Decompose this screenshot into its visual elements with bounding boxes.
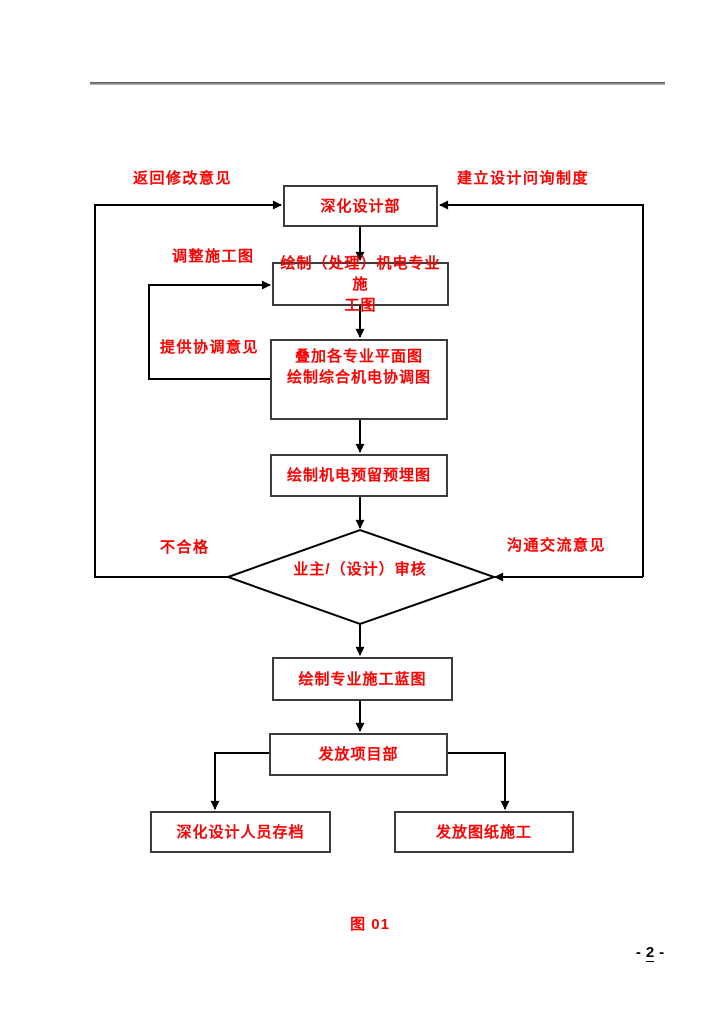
connector-right-to-dept: [439, 200, 644, 577]
node-distribute-project-dept: 发放项目部: [269, 733, 448, 776]
node-issue-drawings-construction: 发放图纸施工: [394, 811, 574, 853]
node-overlay-coordination-drawing: 叠加各专业平面图 绘制综合机电协调图: [270, 339, 448, 420]
edge-label-establish-inquiry: 建立设计问询制度: [457, 170, 590, 187]
connector-review-fail-to-dept: [94, 200, 282, 578]
page-number-suffix: -: [659, 944, 665, 961]
page-number-prefix: -: [635, 944, 641, 961]
node-owner-design-review-label: 业主/（设计）审核: [293, 561, 427, 578]
connector-overlay-to-drawmep-loop: [148, 280, 271, 380]
node-designer-archive: 深化设计人员存档: [150, 811, 331, 853]
connector-distribute-to-archive: [210, 752, 269, 810]
page-number: -2-: [600, 944, 700, 962]
node-reserved-embedded-drawing: 绘制机电预留预埋图: [270, 454, 448, 497]
figure-caption: 图 01: [350, 916, 390, 933]
node-blueprint-drawing: 绘制专业施工蓝图: [272, 657, 453, 701]
connector-distribute-to-issue: [448, 752, 510, 810]
page-number-value: 2: [645, 944, 655, 962]
edge-label-fail: 不合格: [160, 539, 210, 556]
header-rule: [90, 82, 665, 85]
node-draw-mep-shop-drawings: 绘制（处理）机电专业施 工图: [272, 255, 449, 314]
edge-label-adjust-drawings: 调整施工图: [172, 248, 255, 265]
edge-label-communicate: 沟通交流意见: [507, 537, 607, 554]
edge-label-provide-coordination: 提供协调意见: [160, 339, 260, 356]
node-deepening-design-dept: 深化设计部: [283, 185, 438, 227]
edge-label-return-comments: 返回修改意见: [133, 170, 233, 187]
review-diamond-shape: [225, 528, 498, 626]
